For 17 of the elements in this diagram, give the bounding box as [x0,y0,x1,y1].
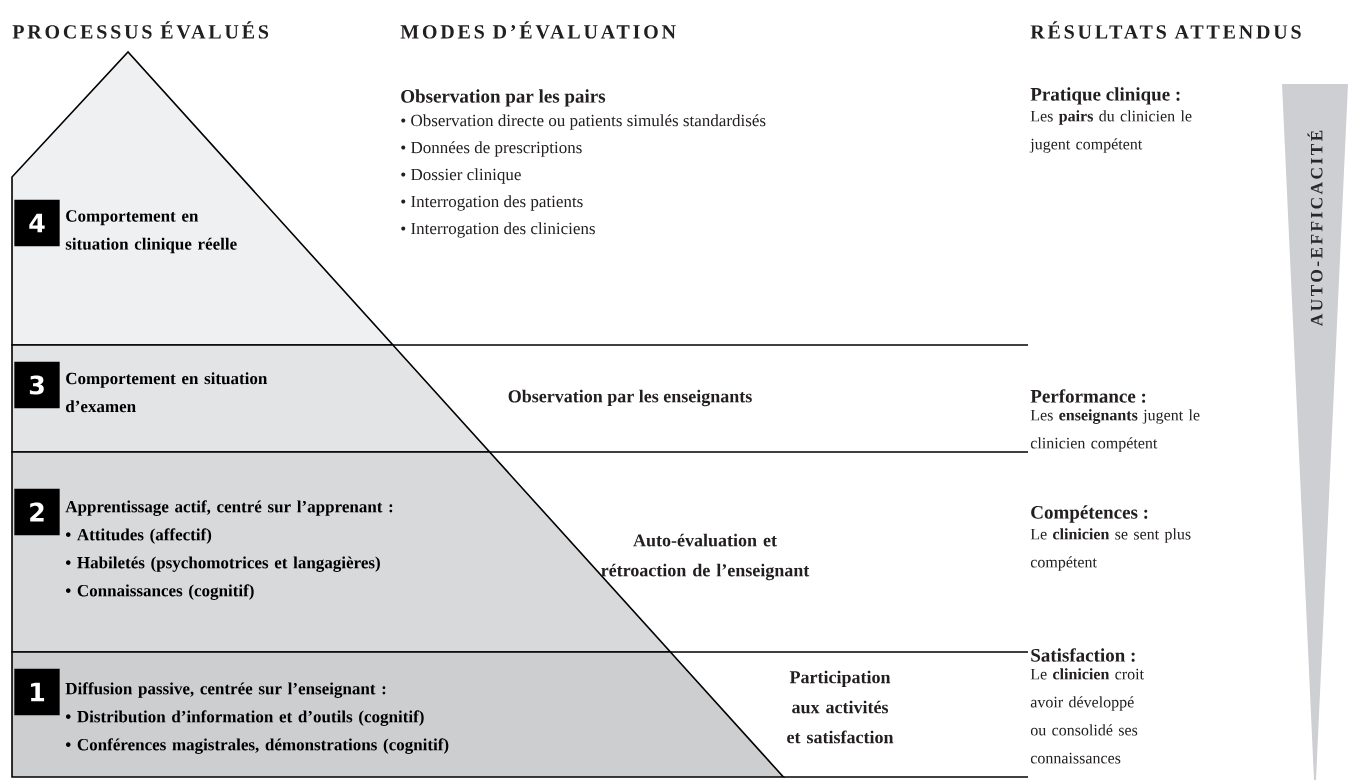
level-number-badge: 1 [14,668,60,716]
result-heading: Pratique clinique : [1030,87,1180,105]
level-number-badge: 3 [14,361,60,409]
result-description: Le clinicien croit avoir développé ou consolidé ses connaissances [1030,668,1144,764]
level-number-badge: 4 [14,199,60,247]
result-description: Le clinicien se sent plus compétent [1030,528,1191,571]
tapered-bar: AUTO-EFFICACITÉ [1282,84,1348,780]
result-description: Les enseignants jugent le clinicien compétent [1030,409,1200,452]
result-heading: Performance : [1030,389,1146,403]
result-heading: Satisfaction : [1031,648,1135,662]
level-number-badge: 2 [14,488,60,536]
evaluation-mode: Auto-évaluation et rétroaction de l’enseignant [601,533,810,581]
column-heading: RÉSULTATS ATTENDUS [1030,21,1301,39]
column-heading: MODES D’ÉVALUATION [400,21,676,39]
result-description: Les pairs du clinicien le jugent compétent [1029,110,1192,153]
result-heading: Compétences : [1031,505,1148,523]
evaluation-mode: Observation par les enseignants [508,389,752,407]
